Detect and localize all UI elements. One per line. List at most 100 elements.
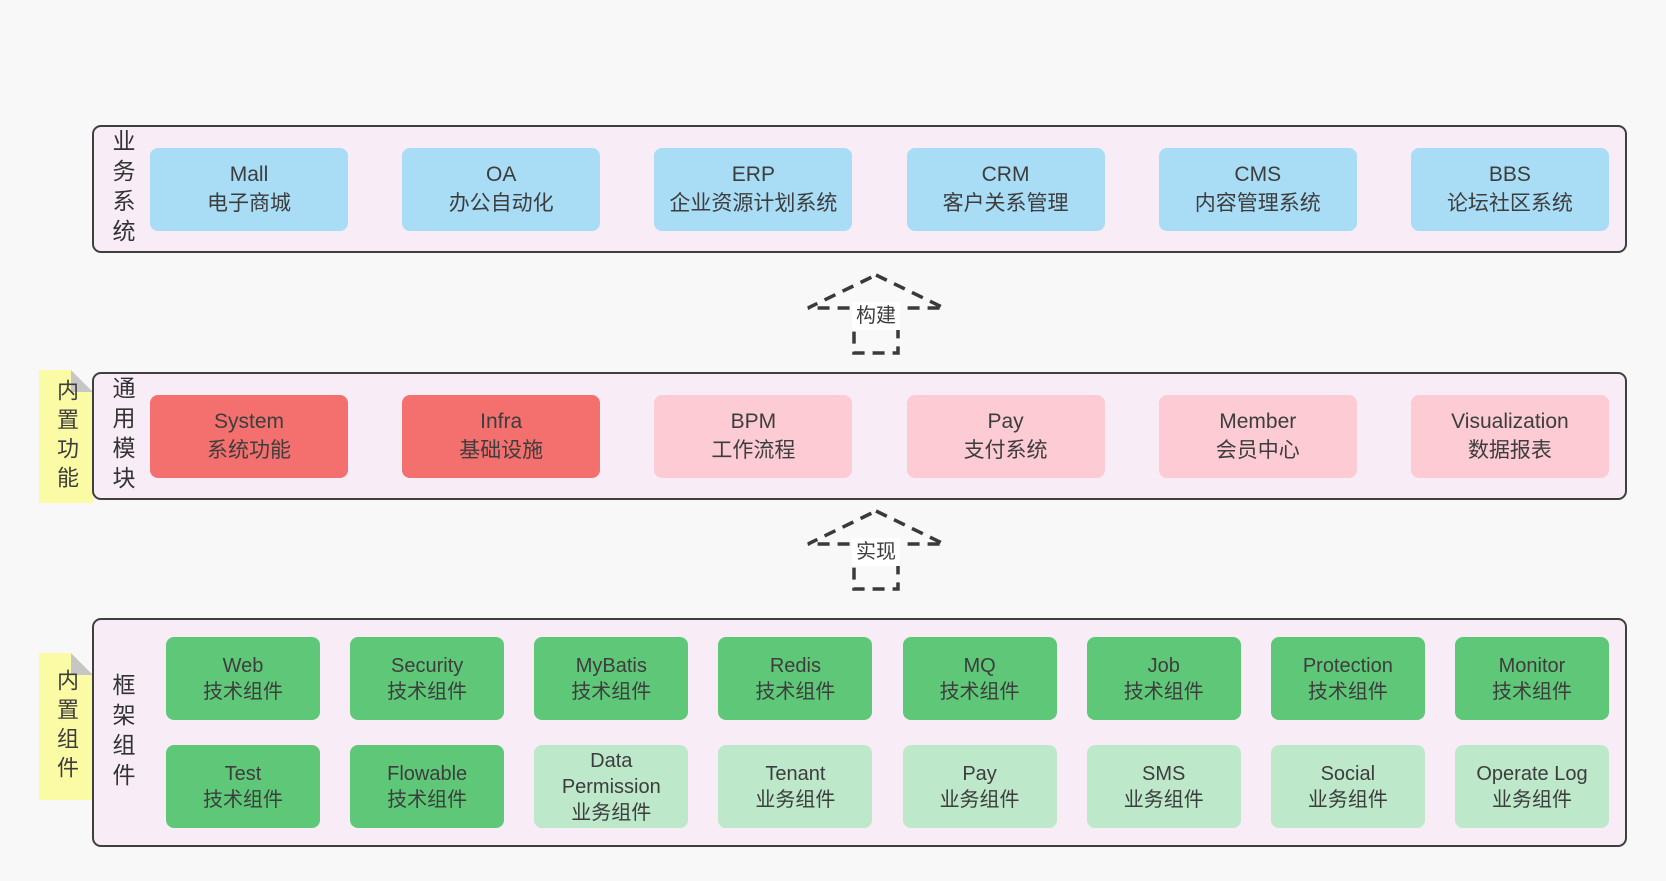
box-subtitle: 业务组件 xyxy=(755,788,836,811)
box-security: Security 技术组件 xyxy=(350,637,505,720)
box-tenant: Tenant 业务组件 xyxy=(718,745,873,828)
box-bpm: BPM 工作流程 xyxy=(654,394,853,478)
arrow-implement: 实现 xyxy=(806,509,946,591)
box-operate-log: Operate Log 业务组件 xyxy=(1454,745,1609,828)
box-oa: OA 办公自动化 xyxy=(402,147,601,231)
arrow-build: 构建 xyxy=(806,273,946,355)
box-title: ERP xyxy=(731,163,775,186)
panel-content-modules: System 系统功能 Infra 基础设施 BPM 工作流程 Pay 支付系统… xyxy=(150,374,1625,498)
box-web: Web 技术组件 xyxy=(166,637,320,720)
box-mall: Mall 电子商城 xyxy=(150,147,348,231)
box-subtitle: 业务组件 xyxy=(1307,788,1388,811)
sticky-tab-built-in-components: 内置组件 xyxy=(39,653,93,800)
box-visualization: Visualization 数据报表 xyxy=(1410,394,1609,478)
box-row: Test 技术组件 Flowable 技术组件 Data Permission … xyxy=(166,745,1609,828)
box-subtitle: 客户关系管理 xyxy=(942,192,1069,215)
box-title: Pay xyxy=(962,762,997,785)
box-title: Social xyxy=(1320,762,1376,785)
panel-label-components: 框架组件 xyxy=(109,672,135,793)
box-subtitle: 技术组件 xyxy=(939,680,1020,703)
box-member: Member 会员中心 xyxy=(1158,394,1357,478)
box-crm: CRM 客户关系管理 xyxy=(906,147,1105,231)
box-social: Social 业务组件 xyxy=(1270,745,1425,828)
box-sms: SMS 业务组件 xyxy=(1086,745,1241,828)
box-bbs: BBS 论坛社区系统 xyxy=(1410,147,1609,231)
box-title: Tenant xyxy=(765,762,826,785)
panel-label-modules: 通用模块 xyxy=(109,376,135,496)
box-subtitle: 支付系统 xyxy=(963,439,1048,462)
box-title: Flowable xyxy=(387,762,468,785)
panel-common-modules: 通用模块 System 系统功能 Infra 基础设施 BPM 工作流程 Pay… xyxy=(92,372,1627,500)
box-data-permission: Data Permission 业务组件 xyxy=(534,745,689,828)
box-subtitle: 技术组件 xyxy=(203,788,283,811)
panel-content-components: Web 技术组件 Security 技术组件 MyBatis 技术组件 Redi… xyxy=(150,620,1625,845)
box-title: CRM xyxy=(981,163,1030,186)
box-title: Data Permission xyxy=(561,749,661,798)
box-flowable: Flowable 技术组件 xyxy=(350,745,505,828)
box-infra: Infra 基础设施 xyxy=(402,394,601,478)
box-subtitle: 技术组件 xyxy=(1307,680,1388,703)
arrow-implement-label: 实现 xyxy=(852,538,900,566)
box-job: Job 技术组件 xyxy=(1086,637,1241,720)
box-subtitle: 电子商城 xyxy=(207,192,291,215)
box-title: CMS xyxy=(1234,163,1282,186)
box-subtitle: 技术组件 xyxy=(387,788,468,811)
box-subtitle: 内容管理系统 xyxy=(1194,192,1321,215)
box-title: Protection xyxy=(1302,654,1393,677)
box-cms: CMS 内容管理系统 xyxy=(1158,147,1357,231)
box-subtitle: 系统功能 xyxy=(207,439,291,462)
box-row: Web 技术组件 Security 技术组件 MyBatis 技术组件 Redi… xyxy=(166,637,1609,720)
box-title: Infra xyxy=(480,410,523,433)
box-title: Redis xyxy=(769,654,821,677)
box-title: Security xyxy=(391,654,464,677)
box-test: Test 技术组件 xyxy=(166,745,320,828)
box-protection: Protection 技术组件 xyxy=(1270,637,1425,720)
box-subtitle: 技术组件 xyxy=(755,680,836,703)
panel-framework-components: 框架组件 Web 技术组件 Security 技术组件 MyBatis 技术组件… xyxy=(92,618,1627,847)
box-title: Mall xyxy=(229,163,269,186)
box-title: Pay xyxy=(987,410,1024,433)
box-title: Job xyxy=(1147,654,1180,677)
arrow-build-label: 构建 xyxy=(852,302,900,330)
box-title: SMS xyxy=(1142,762,1186,785)
box-subtitle: 数据报表 xyxy=(1467,439,1552,462)
box-pay: Pay 支付系统 xyxy=(906,394,1105,478)
box-title: Operate Log xyxy=(1476,762,1588,785)
box-subtitle: 办公自动化 xyxy=(448,192,554,215)
box-mq: MQ 技术组件 xyxy=(902,637,1057,720)
box-subtitle: 技术组件 xyxy=(387,680,468,703)
box-subtitle: 业务组件 xyxy=(571,801,652,824)
box-subtitle: 业务组件 xyxy=(1491,788,1572,811)
panel-label-business: 业务系统 xyxy=(109,129,135,249)
box-monitor: Monitor 技术组件 xyxy=(1454,637,1609,720)
box-title: Member xyxy=(1219,410,1297,433)
panel-business-systems: 业务系统 Mall 电子商城 OA 办公自动化 ERP 企业资源计划系统 CRM… xyxy=(92,125,1627,253)
box-subtitle: 技术组件 xyxy=(1123,680,1204,703)
box-title: Test xyxy=(224,762,262,785)
box-title: OA xyxy=(486,163,517,186)
box-title: BBS xyxy=(1488,163,1531,186)
box-subtitle: 技术组件 xyxy=(1491,680,1572,703)
panel-content-business: Mall 电子商城 OA 办公自动化 ERP 企业资源计划系统 CRM 客户关系… xyxy=(150,127,1625,251)
box-redis: Redis 技术组件 xyxy=(718,637,873,720)
box-erp: ERP 企业资源计划系统 xyxy=(654,147,853,231)
sticky-tab-built-in-features: 内置功能 xyxy=(39,370,93,503)
tab-label: 内置组件 xyxy=(54,668,79,785)
box-subtitle: 业务组件 xyxy=(939,788,1020,811)
box-subtitle: 基础设施 xyxy=(459,439,544,462)
box-title: BPM xyxy=(730,410,777,433)
box-subtitle: 会员中心 xyxy=(1215,439,1300,462)
box-title: Visualization xyxy=(1451,410,1569,433)
box-subtitle: 企业资源计划系统 xyxy=(669,192,838,215)
box-subtitle: 论坛社区系统 xyxy=(1446,192,1573,215)
box-system: System 系统功能 xyxy=(150,394,348,478)
box-row: System 系统功能 Infra 基础设施 BPM 工作流程 Pay 支付系统… xyxy=(150,394,1609,478)
box-pay-business: Pay 业务组件 xyxy=(902,745,1057,828)
box-subtitle: 技术组件 xyxy=(571,680,652,703)
box-subtitle: 业务组件 xyxy=(1123,788,1204,811)
box-title: MQ xyxy=(963,654,996,677)
box-title: Monitor xyxy=(1498,654,1566,677)
box-subtitle: 工作流程 xyxy=(711,439,796,462)
box-title: MyBatis xyxy=(575,654,647,677)
box-title: System xyxy=(213,410,284,433)
